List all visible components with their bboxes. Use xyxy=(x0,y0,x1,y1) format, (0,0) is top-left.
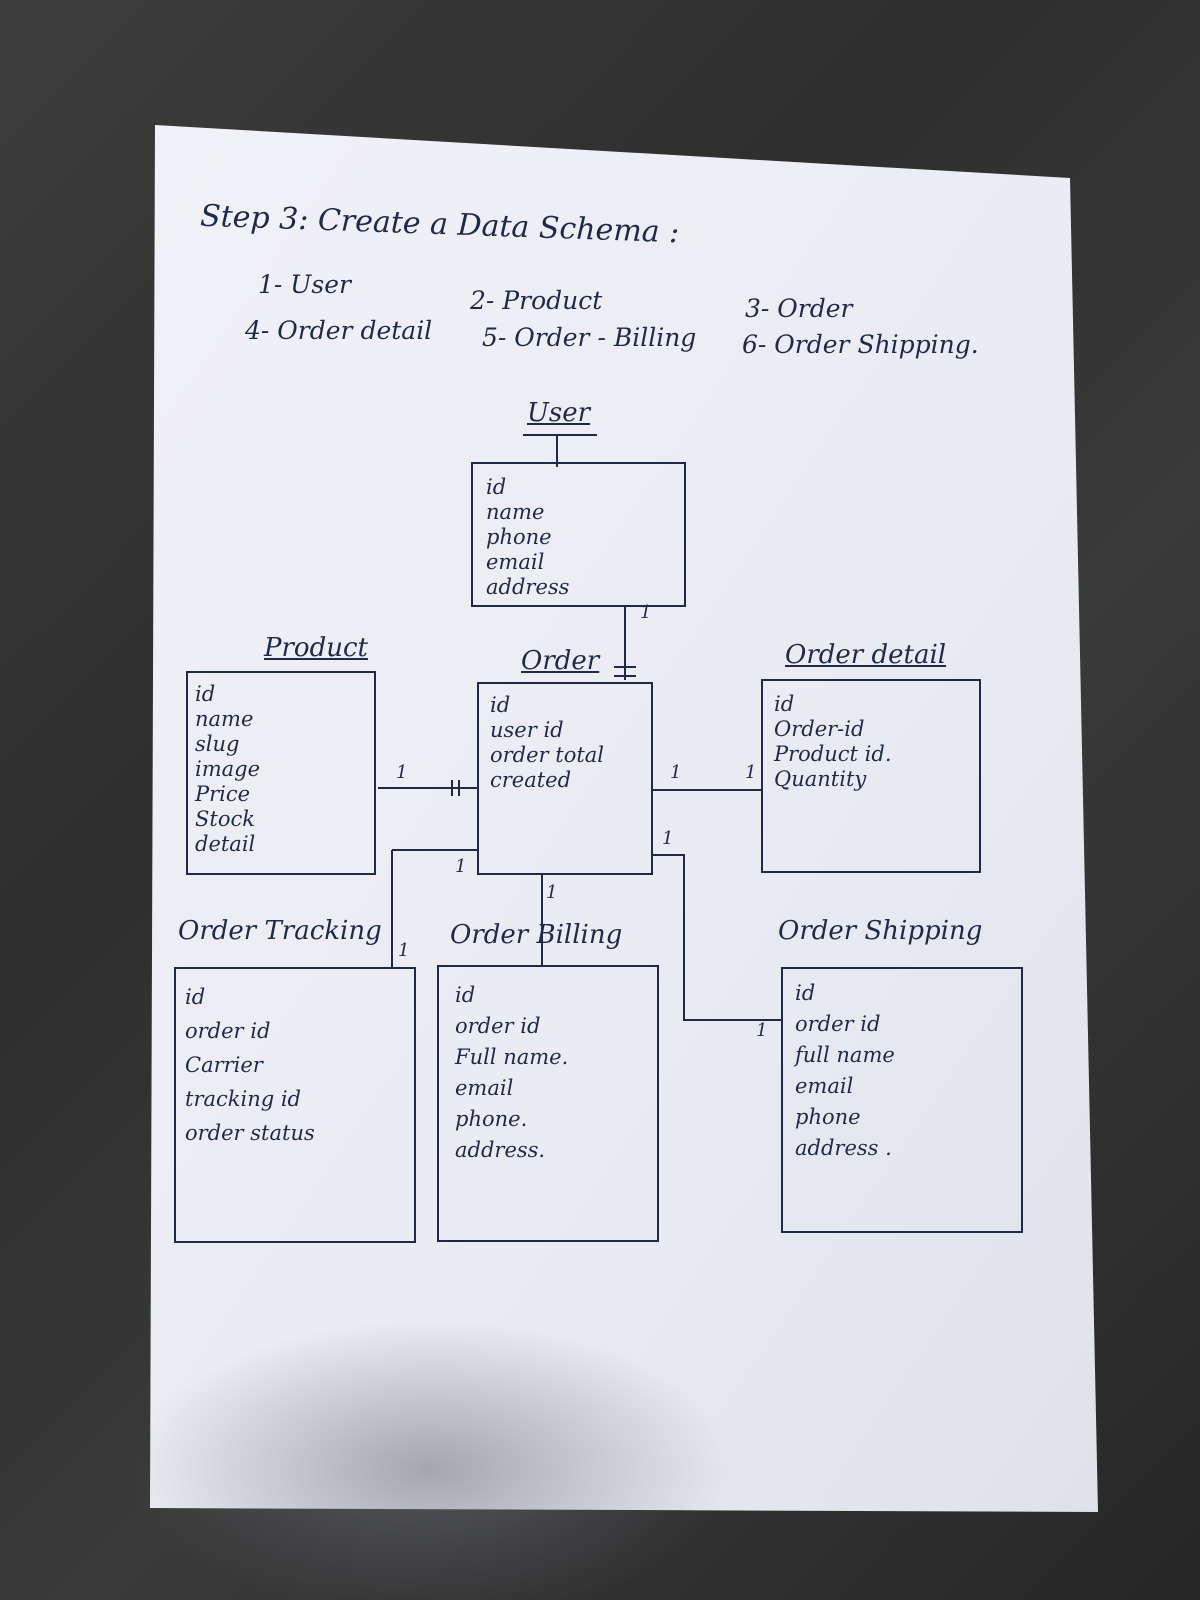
product-field: id xyxy=(195,682,216,706)
cardinality-tracking: 1 xyxy=(398,940,410,961)
order-billing-entity-title: Order Billing xyxy=(450,920,623,950)
order-tracking-box xyxy=(174,967,416,1243)
list-item-product: 2- Product xyxy=(470,286,603,315)
order-tracking-field: order status xyxy=(185,1121,315,1145)
order-tracking-field: id xyxy=(185,985,206,1009)
order-detail-field: id xyxy=(774,692,795,716)
list-item-user: 1- User xyxy=(258,270,351,299)
cardinality-order-tracking: 1 xyxy=(455,856,467,877)
order-shipping-entity-title: Order Shipping xyxy=(778,916,983,946)
list-item-order: 3- Order xyxy=(745,294,853,323)
order-shipping-field: address . xyxy=(795,1136,892,1160)
order-tracking-field: order id xyxy=(185,1019,271,1043)
product-field: Price xyxy=(195,782,251,806)
order-tracking-fields: id order id Carrier tracking id order st… xyxy=(185,980,315,1150)
user-box xyxy=(471,462,686,607)
order-billing-field: id xyxy=(455,983,476,1007)
order-billing-field: phone. xyxy=(455,1107,528,1131)
user-entity-title: User xyxy=(527,398,591,428)
order-billing-field: address. xyxy=(455,1138,546,1162)
user-field: phone xyxy=(486,525,552,549)
cardinality-detail-left: 1 xyxy=(670,762,682,783)
product-field: image xyxy=(195,757,261,781)
product-field: Stock xyxy=(195,807,255,831)
order-tracking-entity-title: Order Tracking xyxy=(178,916,382,946)
order-shipping-field: order id xyxy=(795,1012,881,1036)
order-field: created xyxy=(490,768,572,792)
list-item-order-detail: 4- Order detail xyxy=(245,316,433,345)
cardinality-shipping-end: 1 xyxy=(756,1020,768,1041)
list-item-order-billing: 5- Order - Billing xyxy=(482,323,697,352)
order-billing-fields: id order id Full name. email phone. addr… xyxy=(455,980,568,1166)
order-shipping-field: full name xyxy=(795,1043,895,1067)
order-detail-entity-title: Order detail xyxy=(785,640,947,670)
user-field: email xyxy=(486,550,545,574)
order-shipping-field: phone xyxy=(795,1105,861,1129)
order-entity-title: Order xyxy=(521,646,600,676)
order-billing-field: email xyxy=(455,1076,514,1100)
user-field: address xyxy=(486,575,570,599)
order-shipping-fields: id order id full name email phone addres… xyxy=(795,978,895,1164)
product-field: detail xyxy=(195,832,256,856)
order-detail-field: Quantity xyxy=(774,767,867,791)
order-billing-field: order id xyxy=(455,1014,541,1038)
order-tracking-field: Carrier xyxy=(185,1053,263,1077)
order-shipping-field: id xyxy=(795,981,816,1005)
order-shipping-link xyxy=(652,854,782,1021)
order-billing-box xyxy=(437,965,659,1242)
order-detail-fields: id Order-id Product id. Quantity xyxy=(774,692,892,792)
user-field: id xyxy=(486,475,507,499)
product-box xyxy=(186,671,376,875)
order-tracking-field: tracking id xyxy=(185,1087,302,1111)
order-field: id xyxy=(490,693,511,717)
order-shipping-field: email xyxy=(795,1074,854,1098)
order-fields: id user id order total created xyxy=(490,693,604,793)
order-detail-field: Order-id xyxy=(774,717,865,741)
order-detail-box xyxy=(761,679,981,873)
hand-shadow xyxy=(130,1320,730,1600)
order-box xyxy=(477,682,653,875)
product-entity-title: Product xyxy=(264,633,368,663)
cardinality-order-billing: 1 xyxy=(546,882,558,903)
product-field: name xyxy=(195,707,254,731)
user-field: name xyxy=(486,500,545,524)
cardinality-user-order: 1 xyxy=(640,602,652,623)
product-fields: id name slug image Price Stock detail xyxy=(195,682,260,857)
cardinality-product-order: 1 xyxy=(396,762,408,783)
product-field: slug xyxy=(195,732,240,756)
order-billing-field: Full name. xyxy=(455,1045,569,1069)
list-item-order-shipping: 6- Order Shipping. xyxy=(742,330,979,359)
cardinality-order-shipping: 1 xyxy=(662,828,674,849)
user-fields: id name phone email address xyxy=(486,475,569,600)
order-field: user id xyxy=(490,718,564,742)
order-shipping-box xyxy=(781,967,1023,1233)
cardinality-detail-right: 1 xyxy=(745,762,757,783)
order-detail-field: Product id. xyxy=(774,742,892,766)
order-field: order total xyxy=(490,743,605,767)
